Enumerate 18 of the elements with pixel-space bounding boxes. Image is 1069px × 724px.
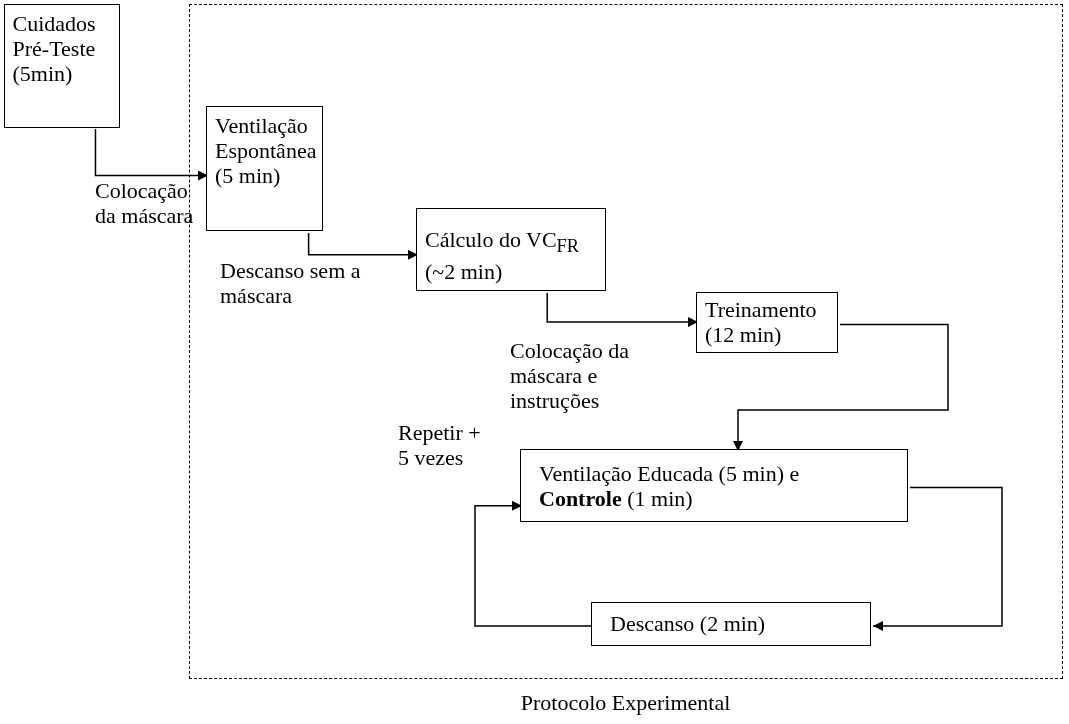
edge-label: Colocação da máscara [95,178,195,228]
process-box [206,106,323,231]
step-label: Ventilação Espontânea (5 min) [215,113,318,188]
process-box [416,208,606,291]
edge-label: Repetir + 5 vezes [398,420,482,470]
arrow [872,486,1003,631]
region-title: Protocolo Experimental [519,689,732,715]
process-box [696,292,838,353]
step-label: Cálculo do VC$_{FR}$ (~2 min) [425,227,580,285]
step-label: Treinamento (12 min) [705,297,818,347]
process-box [3,3,120,128]
edge-label: Colocação da máscara e instruções [510,338,631,413]
step-label: Ventilação Educada (5 min) e Controle (1 min) [539,461,801,511]
process-box [520,449,908,522]
edge-label: Descanso sem a máscara [220,258,362,308]
step-label: Cuidados Pré-Teste (5min) [12,10,97,86]
step-label: Descanso (2 min) [610,611,767,636]
process-box [591,602,871,646]
